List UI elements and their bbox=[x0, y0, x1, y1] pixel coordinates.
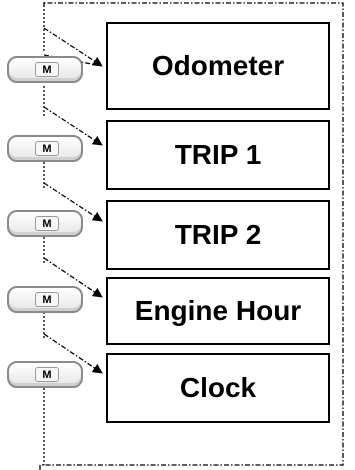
mode-button[interactable]: M bbox=[7, 135, 83, 162]
mode-box-trip2: TRIP 2 bbox=[106, 200, 330, 270]
mode-label: Odometer bbox=[151, 50, 285, 81]
mode-box-trip1: TRIP 1 bbox=[106, 120, 330, 190]
mode-box-engine-hour: Engine Hour bbox=[106, 277, 330, 345]
mode-label: TRIP 2 bbox=[174, 219, 262, 250]
mode-button[interactable]: M bbox=[7, 286, 83, 313]
mode-button[interactable]: M bbox=[7, 56, 83, 83]
mode-button-label: M bbox=[35, 141, 59, 156]
mode-button-label: M bbox=[35, 292, 59, 307]
arrow-to-trip1 bbox=[43, 106, 103, 146]
mode-box-clock: Clock bbox=[106, 353, 330, 423]
arrow-to-trip2 bbox=[43, 182, 103, 222]
mode-button[interactable]: M bbox=[7, 210, 83, 237]
mode-label: Clock bbox=[179, 372, 257, 403]
mode-button-label: M bbox=[35, 62, 59, 77]
arrow-to-odometer bbox=[43, 27, 103, 67]
mode-button-label: M bbox=[35, 216, 59, 231]
arrow-to-engine-hour bbox=[43, 257, 103, 298]
mode-label: Engine Hour bbox=[134, 295, 302, 326]
mode-label: TRIP 1 bbox=[174, 139, 262, 170]
mode-button-label: M bbox=[35, 367, 59, 382]
mode-button[interactable]: M bbox=[7, 361, 83, 388]
arrow-to-clock bbox=[43, 333, 103, 374]
mode-box-odometer: Odometer bbox=[106, 22, 330, 110]
return-loop bbox=[39, 2, 344, 470]
